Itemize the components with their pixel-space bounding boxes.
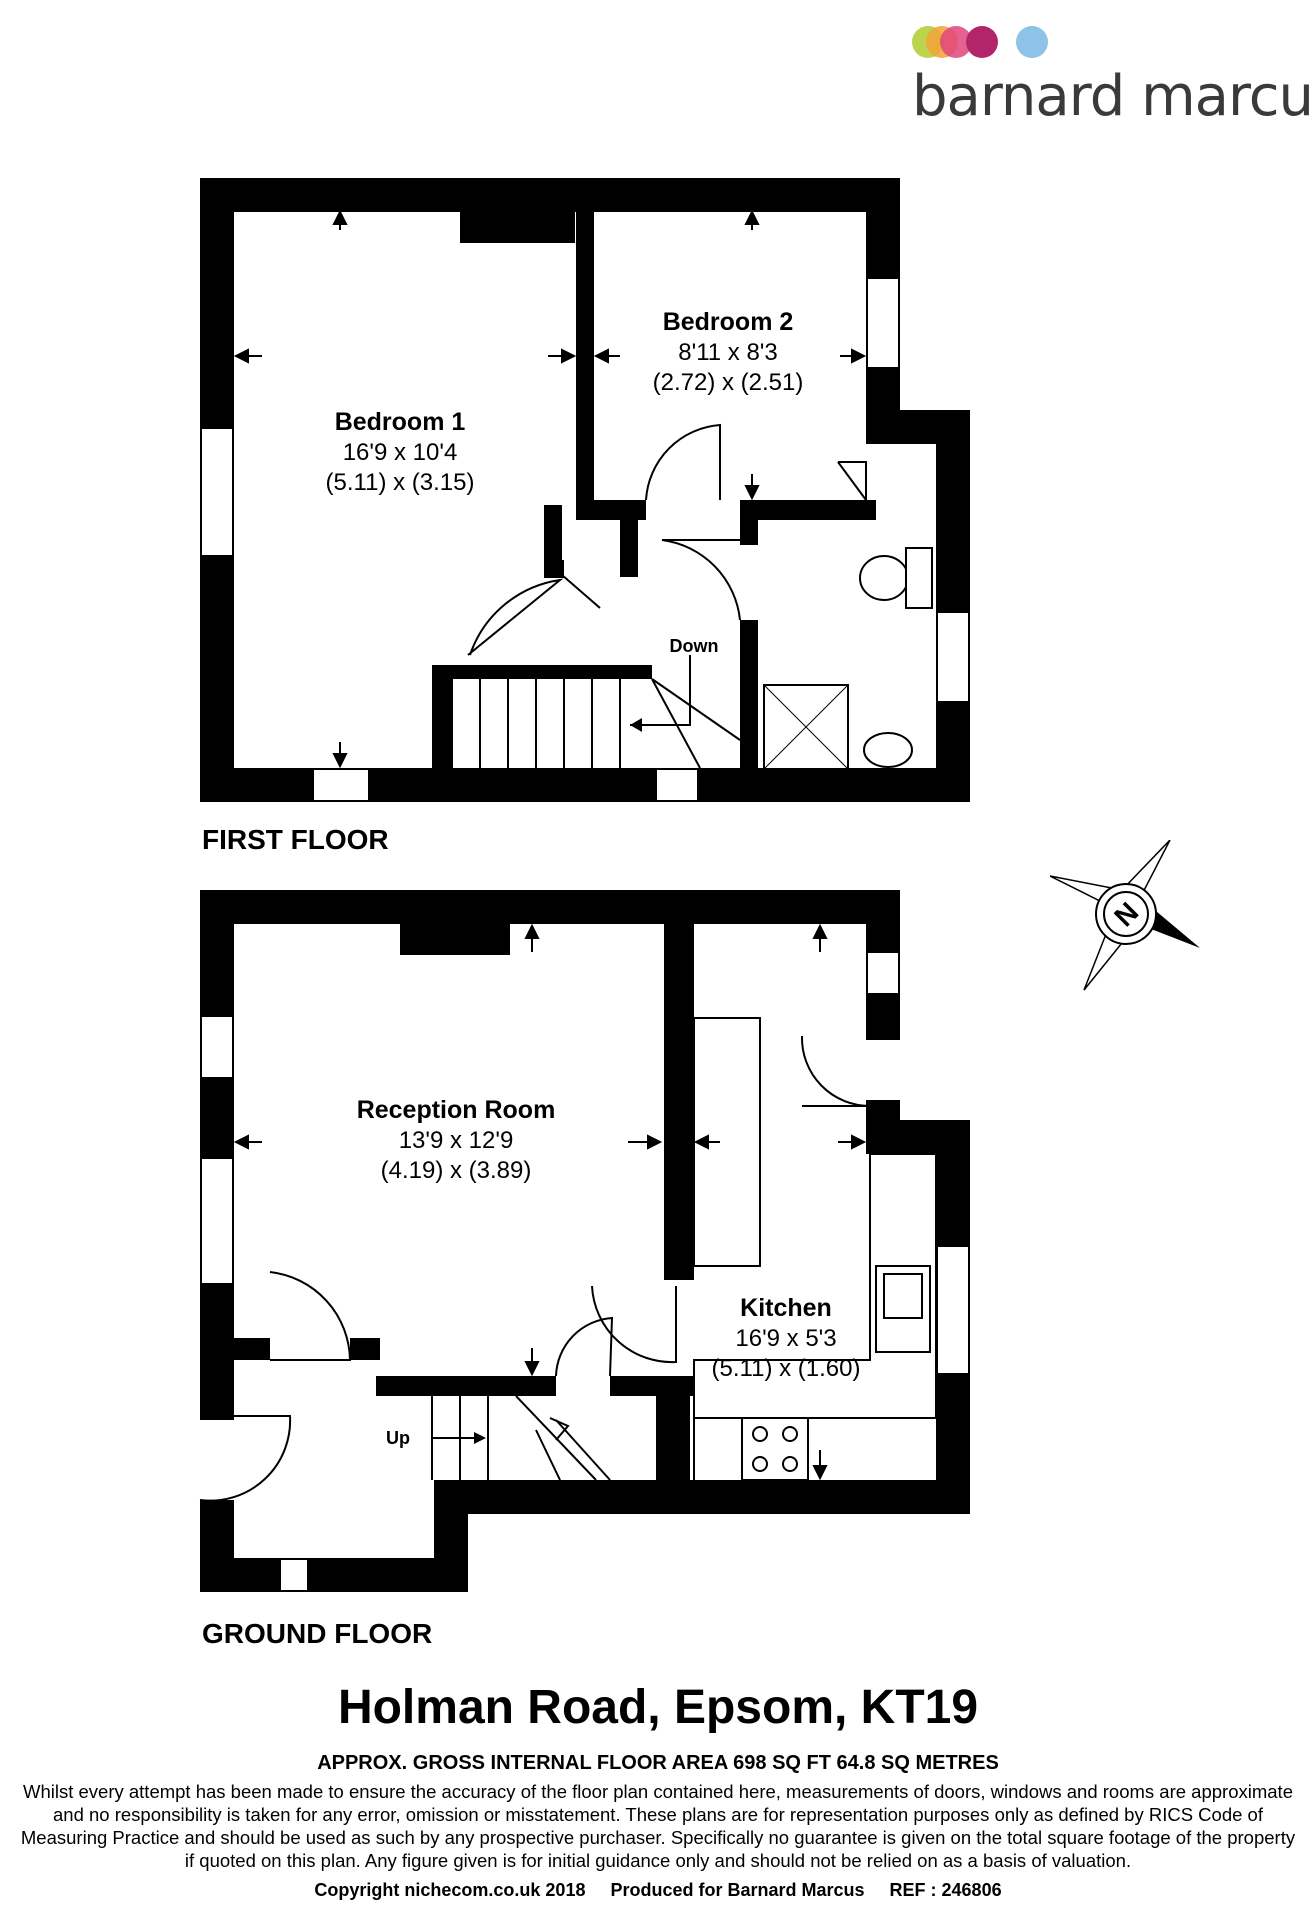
room-size-imperial: 13'9 x 12'9: [399, 1127, 514, 1154]
room-size-imperial: 16'9 x 5'3: [735, 1325, 836, 1352]
door-swing: [467, 578, 564, 656]
room-size-metric: (4.19) x (3.89): [381, 1157, 532, 1184]
door-swing: [591, 1285, 677, 1364]
logo-dot: [940, 26, 972, 58]
door-swing: [199, 1415, 292, 1502]
room-name: Reception Room: [357, 1096, 556, 1124]
door-swing: [645, 423, 721, 501]
window: [312, 768, 370, 802]
stairs-label: Down: [670, 636, 719, 656]
brand-logo-dots: [912, 26, 1048, 58]
window: [866, 951, 900, 995]
ground-floor-plan: Reception Room 13'9 x 12'9 (4.19) x (3.8…: [199, 890, 970, 1592]
logo-dot: [966, 26, 998, 58]
door-swing: [269, 1271, 352, 1361]
floor-area-summary: APPROX. GROSS INTERNAL FLOOR AREA 698 SQ…: [317, 1752, 999, 1774]
door-swing: [800, 1035, 871, 1107]
room-name: Bedroom 2: [663, 308, 794, 336]
room-size-imperial: 16'9 x 10'4: [343, 439, 458, 466]
window: [936, 611, 970, 703]
room-size-metric: (5.11) x (1.60): [712, 1355, 861, 1382]
stairs-label: Up: [386, 1428, 410, 1448]
room-name: Bedroom 1: [335, 408, 466, 436]
window: [200, 1015, 234, 1079]
brand-name: barnard marcus: [912, 64, 1316, 129]
washbasin: [863, 732, 913, 768]
disclaimer: Whilst every attempt has been made to en…: [20, 1781, 1296, 1871]
room-size-metric: (5.11) x (3.15): [326, 469, 475, 496]
window: [655, 768, 699, 802]
room-size-metric: (2.72) x (2.51): [653, 369, 804, 396]
hob: [741, 1417, 809, 1481]
compass: N: [1050, 840, 1200, 991]
first-floor-plan: Bedroom 1 16'9 x 10'4 (5.11) x (3.15) Be…: [200, 178, 970, 802]
floor-label: GROUND FLOOR: [202, 1618, 433, 1649]
logo-dot: [1016, 26, 1048, 58]
room-size-imperial: 8'11 x 8'3: [678, 339, 777, 366]
door-swing: [661, 539, 741, 621]
window: [279, 1558, 309, 1592]
window: [200, 1157, 234, 1285]
footer-credits: Copyright nichecom.co.uk 2018 Produced f…: [314, 1880, 1002, 1900]
door-swing: [555, 1316, 614, 1377]
window: [936, 1245, 970, 1375]
property-address: Holman Road, Epsom, KT19: [337, 1681, 979, 1734]
window: [866, 277, 900, 369]
window: [200, 427, 234, 557]
floor-label: FIRST FLOOR: [202, 824, 389, 855]
room-name: Kitchen: [740, 1294, 832, 1322]
